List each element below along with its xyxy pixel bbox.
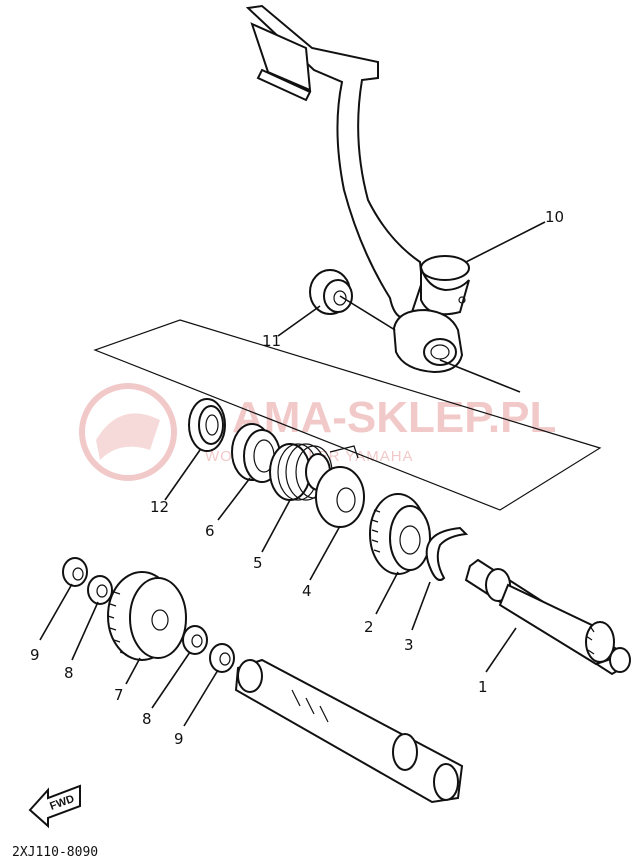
callout-9-right: 9 — [174, 730, 184, 748]
callout-7: 7 — [114, 686, 124, 704]
idler-shaft — [234, 658, 464, 804]
callout-3: 3 — [404, 636, 414, 654]
spring-part-5 — [269, 443, 359, 501]
washer-part-8-left — [87, 575, 113, 605]
callout-10: 10 — [545, 208, 564, 226]
oil-seal-part-12 — [188, 398, 226, 452]
idler-gear-part-7 — [107, 571, 187, 661]
kick-axle-part-1 — [464, 558, 631, 676]
ratchet-part-2 — [369, 493, 431, 575]
circlip-part-9-right — [209, 643, 235, 673]
circlip-part-9-left — [62, 557, 88, 587]
callout-4: 4 — [302, 582, 312, 600]
callout-2: 2 — [364, 618, 374, 636]
leader-lines — [39, 221, 546, 727]
watermark-brand: AMA-SKLEP.PL — [232, 393, 556, 442]
callout-6: 6 — [205, 522, 215, 540]
callouts: 10 11 12 6 5 4 2 3 1 9 8 7 8 9 — [30, 208, 564, 748]
washer-part-8-right — [182, 625, 208, 655]
kick-arm — [245, 4, 470, 374]
assembly-plane-outline — [93, 319, 602, 511]
clip-part-3 — [425, 526, 469, 581]
callout-11: 11 — [262, 332, 281, 350]
washer-part-4 — [315, 466, 365, 528]
callout-12: 12 — [150, 498, 169, 516]
callout-8-right: 8 — [142, 710, 152, 728]
fwd-arrow-icon: FWD — [28, 784, 81, 829]
callout-8-left: 8 — [64, 664, 74, 682]
callout-1: 1 — [478, 678, 488, 696]
callout-5: 5 — [253, 554, 263, 572]
callout-9-left: 9 — [30, 646, 40, 664]
washer-part-11 — [309, 269, 353, 315]
part-code: 2XJ110-8090 — [12, 845, 98, 860]
